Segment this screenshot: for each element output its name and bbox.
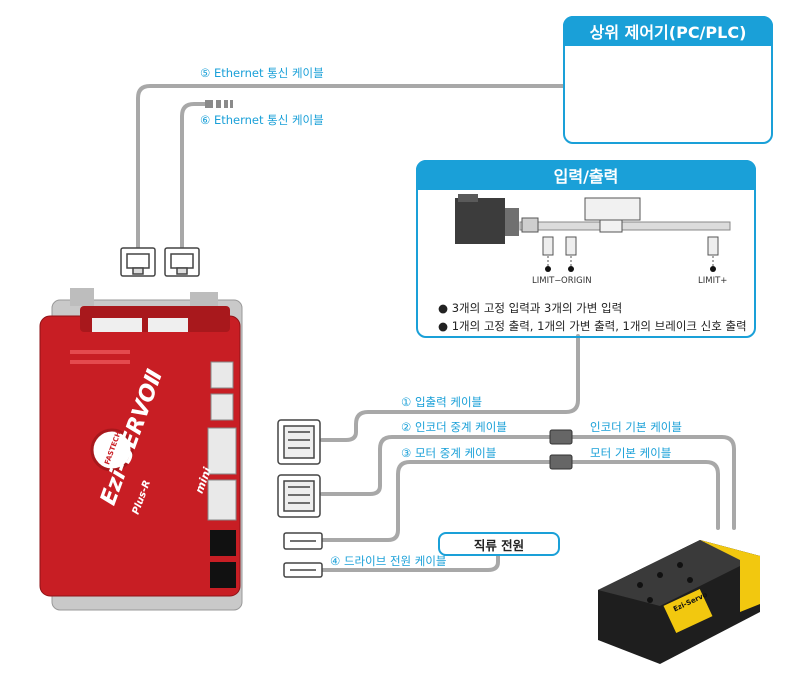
io-panel-title: 입력/출력: [416, 160, 756, 190]
gripper-actuator: [598, 540, 760, 664]
motor-basic-cable-label: 모터 기본 케이블: [590, 446, 672, 460]
power-cable-label: ④ 드라이브 전원 케이블: [330, 554, 447, 568]
ethernet-6-terminal: [205, 100, 233, 108]
io-cable-label: ① 입출력 케이블: [401, 395, 483, 409]
power-cable: [320, 554, 500, 572]
encoder-relay-cable: [320, 435, 554, 496]
servo-driver: [39, 288, 243, 611]
relay-connector-motor: [549, 454, 573, 470]
origin-label: ORIGIN: [561, 276, 592, 286]
rj45-connector-right: [164, 247, 200, 277]
encoder-relay-cable-label: ② 인코더 중계 케이블: [401, 420, 507, 434]
rj45-connector-left: [120, 247, 156, 277]
upper-controller-panel: 상위 제어기(PC/PLC): [563, 16, 773, 144]
ethernet-cable-6-label: ⑥ Ethernet 통신 케이블: [200, 113, 324, 127]
encoder-basic-cable: [568, 435, 736, 530]
motor-connector: [283, 532, 323, 550]
encoder-basic-cable-label: 인코더 기본 케이블: [590, 420, 682, 434]
motor-basic-cable: [568, 460, 720, 530]
limit-plus-label: LIMIT+: [698, 276, 728, 286]
relay-connector-encoder: [549, 429, 573, 445]
motor-relay-cable-label: ③ 모터 중계 케이블: [401, 446, 497, 460]
power-connector: [283, 562, 323, 578]
upper-controller-title: 상위 제어기(PC/PLC): [563, 16, 773, 46]
io-bullet-inputs: ● 3개의 고정 입력과 3개의 가변 입력: [438, 301, 623, 315]
motor-relay-cable: [320, 460, 554, 542]
dc-power-box: 직류 전원: [438, 532, 560, 556]
ethernet-cable-5-label: ⑤ Ethernet 통신 케이블: [200, 66, 324, 80]
io-mechanism: [455, 194, 731, 272]
limit-minus-label: LIMIT−: [532, 276, 562, 286]
io-bullet-outputs-text: 1개의 고정 출력, 1개의 가변 출력, 1개의 브레이크 신호 출력: [451, 319, 747, 333]
io-connector: [277, 419, 321, 465]
io-bullet-inputs-text: 3개의 고정 입력과 3개의 가변 입력: [451, 301, 623, 315]
ethernet-cable-5: [136, 84, 567, 257]
io-panel: 입력/출력: [416, 160, 756, 338]
io-bullet-outputs: ● 1개의 고정 출력, 1개의 가변 출력, 1개의 브레이크 신호 출력: [438, 319, 747, 333]
io-cable: [320, 334, 580, 442]
ethernet-cable-6: [180, 102, 207, 257]
encoder-connector: [277, 474, 321, 518]
